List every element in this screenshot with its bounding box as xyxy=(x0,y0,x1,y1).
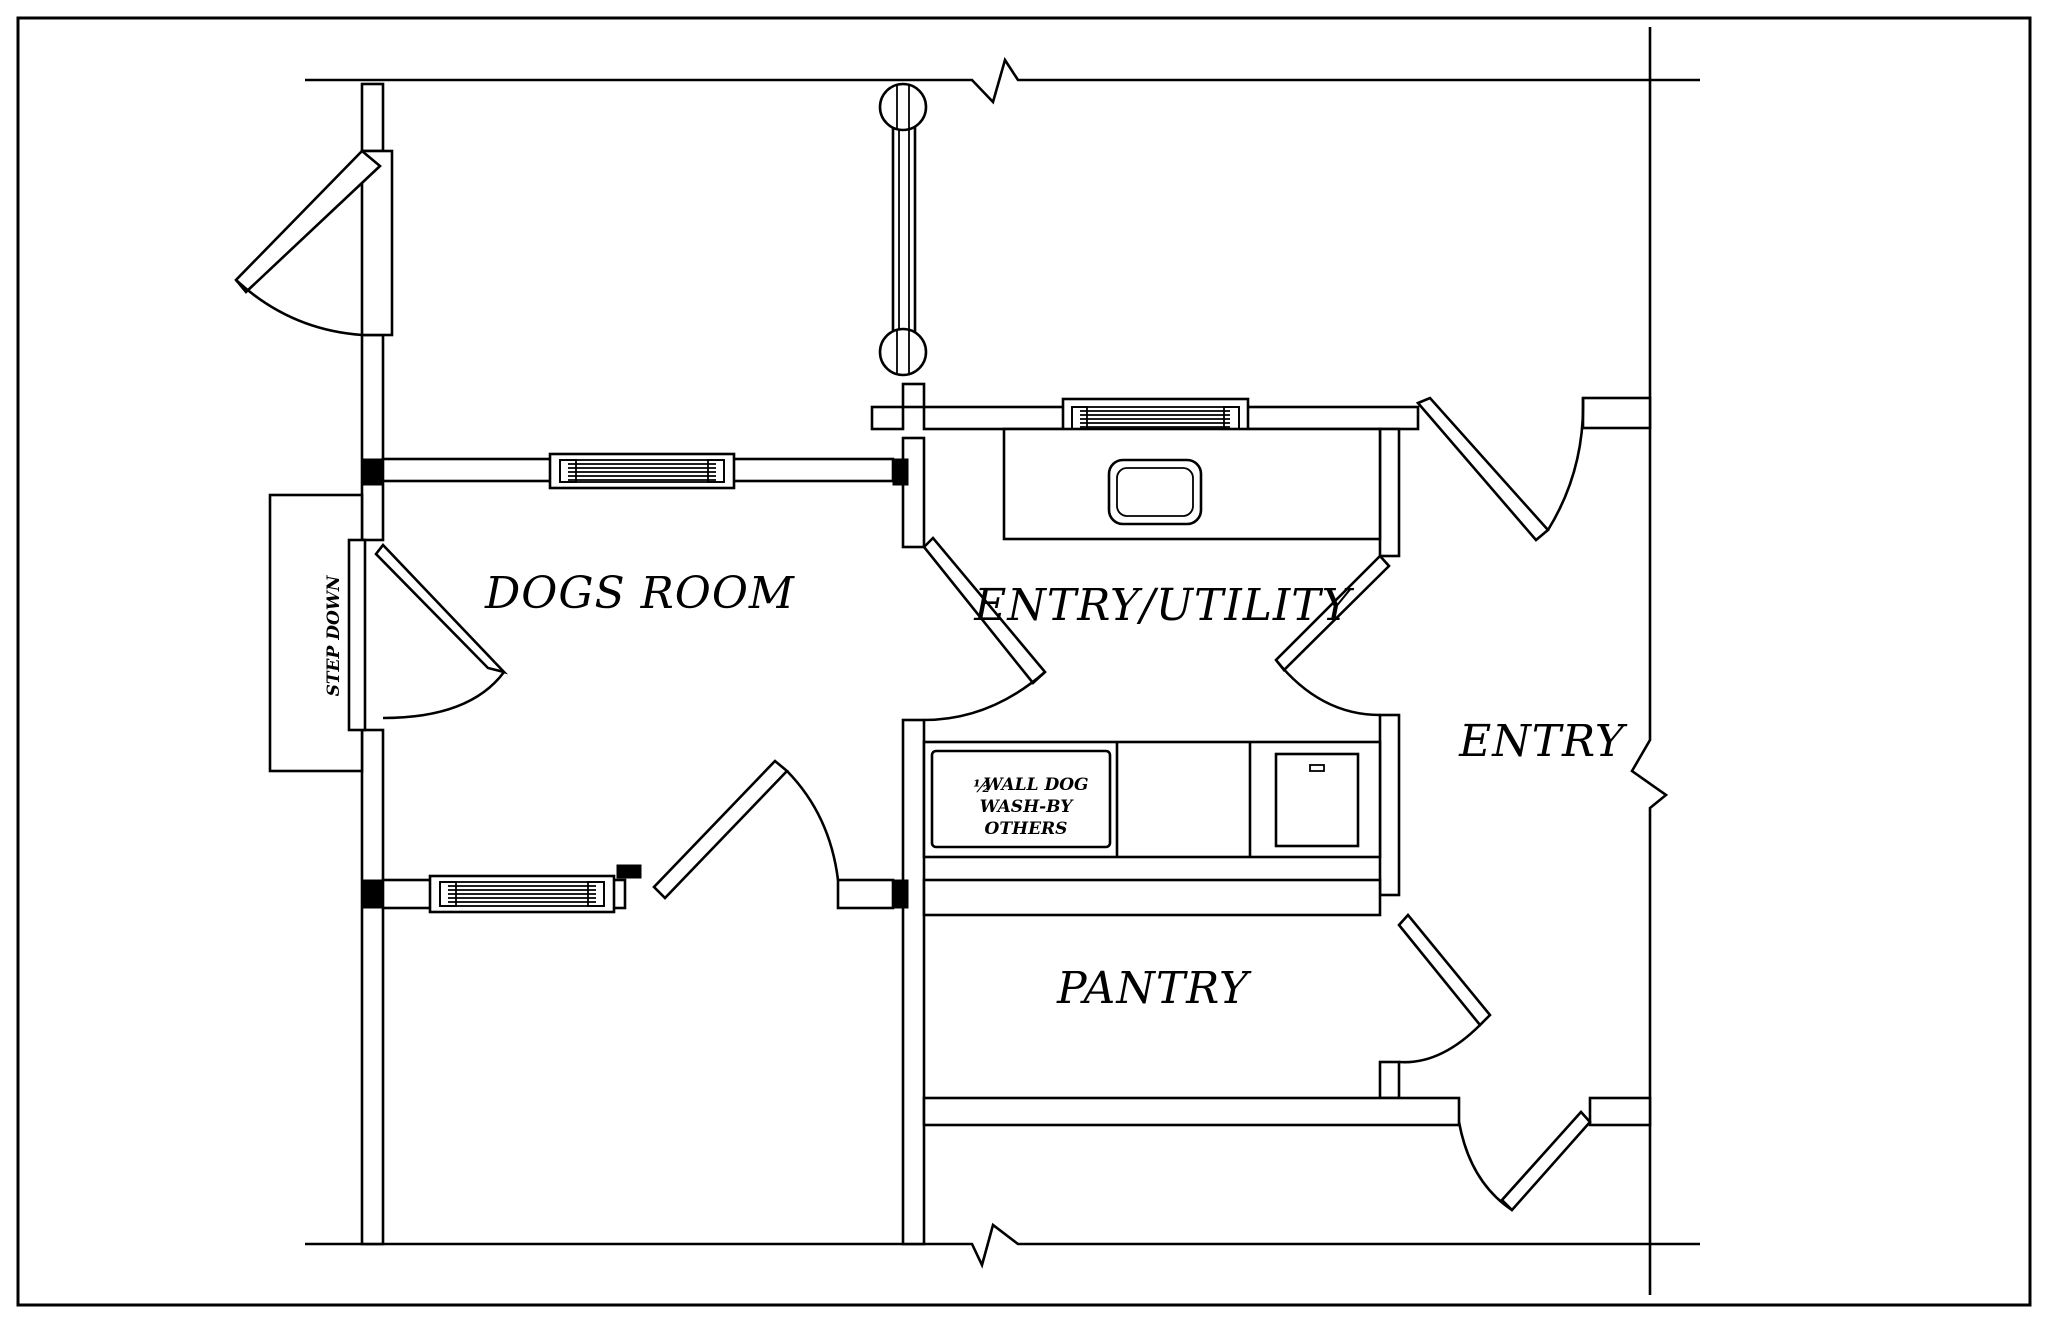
window-dogs-room-north xyxy=(548,452,736,490)
door-utility-east xyxy=(1274,554,1391,717)
step-down-platform xyxy=(268,493,367,773)
door-utility-west xyxy=(922,536,1047,722)
door-west-step-down xyxy=(374,543,509,720)
glass-partition xyxy=(878,82,928,377)
door-west-upper xyxy=(234,149,382,337)
dog-wash-line-3: OTHERS xyxy=(985,819,1068,839)
structural-posts xyxy=(362,458,909,909)
door-pantry xyxy=(1397,913,1492,1064)
room-label-entry-utility: ENTRY/UTILITY xyxy=(973,580,1354,631)
room-label-entry: ENTRY xyxy=(1458,716,1628,767)
drawing-border xyxy=(16,16,2032,1307)
dog-wash-line-2: WASH-BY xyxy=(980,797,1075,817)
right-break-line xyxy=(1630,27,1669,1295)
dog-wash-counter xyxy=(922,740,1382,859)
top-break-line xyxy=(305,56,1700,105)
walls xyxy=(360,82,1652,1246)
door-dogs-room-south xyxy=(652,759,840,900)
room-label-pantry: PANTRY xyxy=(1056,963,1252,1014)
door-entry-south xyxy=(1457,1110,1592,1212)
dog-wash-fraction: ½ xyxy=(973,777,991,797)
dog-wash-line-1: WALL DOG xyxy=(983,775,1088,795)
bottom-break-line xyxy=(305,1222,1700,1269)
window-dogs-room-south xyxy=(428,874,616,914)
utility-counter xyxy=(1002,427,1382,541)
step-down-label: STEP DOWN xyxy=(324,574,344,696)
room-label-dogs-room: DOGS ROOM xyxy=(484,568,795,619)
door-entry-north xyxy=(1415,396,1585,542)
